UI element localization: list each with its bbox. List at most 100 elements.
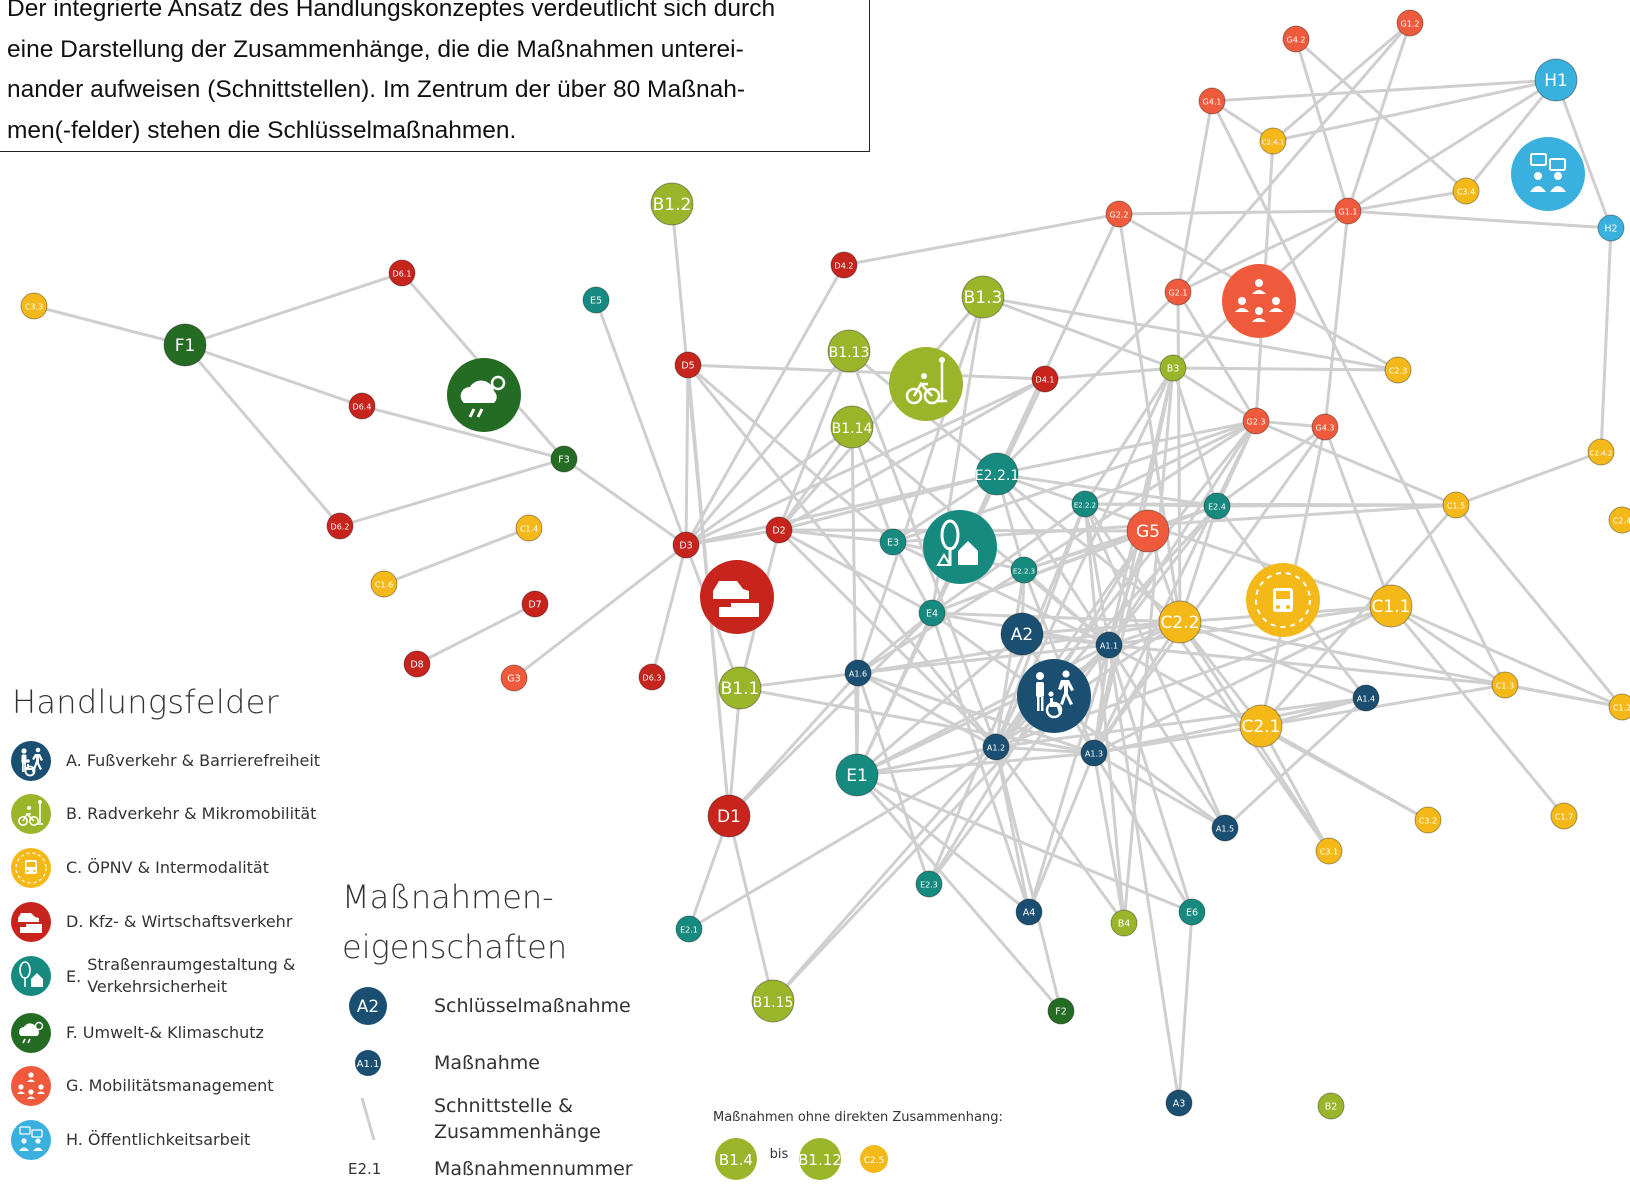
measure-node-c3-3: C3.3 <box>20 292 48 320</box>
edge-E2.2.3-A1.2 <box>994 569 1026 748</box>
edge-H1-G4.1 <box>1211 78 1557 103</box>
edge-A1.6-D1 <box>727 671 860 818</box>
measure-node-b2: B2 <box>1317 1092 1345 1120</box>
edge-E2.2.2-E2.3 <box>927 503 1087 885</box>
measure-node-label: B1.14 <box>832 421 873 437</box>
edge-D5-D3 <box>684 364 690 546</box>
edge-C1.5-G2.3 <box>1255 419 1457 507</box>
measure-node-label: E4 <box>926 609 938 620</box>
measure-node-label: C3.2 <box>1419 817 1437 826</box>
measure-node-e4: E4 <box>918 599 946 627</box>
measure-node-c1-7: C1.7 <box>1550 802 1578 830</box>
edge-D4.2-G2.2 <box>843 212 1120 267</box>
measure-node-label: E2.2.1 <box>975 468 1019 484</box>
edge-B3-B1.3 <box>982 295 1174 370</box>
edge-E3-E4 <box>891 541 934 614</box>
measure-node-label: G5 <box>1136 522 1160 542</box>
bicycle-icon <box>11 794 51 834</box>
intro-line-3: nander aufweisen (Schnittstellen). Im Ze… <box>7 76 746 103</box>
edge-A1.1-A3 <box>1107 644 1181 1104</box>
legend-label-h: H. Öffentlichkeitsarbeit <box>66 1130 251 1149</box>
edge-H2-C2.4.2 <box>1599 227 1613 453</box>
legend-title: Handlungsfelder <box>12 683 280 721</box>
measure-node-label: B1.1 <box>721 679 760 699</box>
speech-bubbles-icon-large <box>1511 137 1585 211</box>
measure-node-label: G4.3 <box>1316 424 1335 433</box>
link-label-line-1: Schnittstelle & <box>434 1095 573 1117</box>
intro-textbox: Der integrierte Ansatz des Handlungskonz… <box>0 0 870 152</box>
measure-node-c2-3: C2.3 <box>1384 356 1412 384</box>
edge-H1-C2.4.1 <box>1272 78 1557 143</box>
measure-node-label: C1.3 <box>1496 682 1514 691</box>
measure-node-label: D6.3 <box>643 674 662 683</box>
intro-line-2: eine Darstellung der Zusammenhänge, die … <box>7 35 744 63</box>
edge-D3-D6.3 <box>650 544 688 678</box>
edge-D5-D4.1 <box>687 363 1046 381</box>
property-measure: A1.1 Maßnahme <box>348 1043 540 1083</box>
weather-icon <box>11 1013 51 1053</box>
measure-node-label: C2.1 <box>1242 717 1281 737</box>
measure-node-e6: E6 <box>1178 898 1206 926</box>
edge-D3-E2.2.1 <box>685 472 998 547</box>
edge-A1.1-A1.5 <box>1107 644 1227 829</box>
measure-node-label: E2.3 <box>920 881 938 890</box>
edge-G2.1-G1.1 <box>1177 209 1349 294</box>
measure-node-d4-1: D4.1 <box>1031 365 1059 393</box>
edge-E6-A1.3 <box>1092 752 1194 913</box>
legend-item-g: G. Mobilitätsmanagement <box>10 1063 274 1109</box>
edge-G1.1-C3.4 <box>1347 189 1467 213</box>
edge-B3-C2.3 <box>1172 366 1399 372</box>
measure-node-e2-2-1: E2.2.1 <box>975 452 1019 496</box>
measure-node-label: E2.4 <box>1208 503 1226 512</box>
measure-node-c2-4-2: C2.4.2 <box>1587 438 1615 466</box>
edge-C1.3-C1.2 <box>1504 683 1623 709</box>
measure-node-label: F1 <box>175 336 196 356</box>
number-label: Maßnahmennummer <box>434 1158 633 1180</box>
edge-E4-D1 <box>727 611 934 818</box>
edge-D2-E3 <box>778 528 894 544</box>
bus-icon <box>11 848 51 888</box>
edge-C2.2-C2.1 <box>1178 621 1263 727</box>
edge-C2.3-B1.3 <box>982 295 1399 372</box>
measure-node-label: D3 <box>679 541 692 552</box>
edge-B4-A1.3 <box>1092 752 1126 924</box>
edge-E2.2.2-E2.4 <box>1084 502 1218 508</box>
measure-node-label: C2.3 <box>1389 367 1407 376</box>
measure-node-g3: G3 <box>500 664 528 692</box>
edge-G5-E2.2.3 <box>1023 529 1149 572</box>
measure-node-label: G2.3 <box>1247 418 1266 427</box>
pedestrian-icon <box>11 741 51 781</box>
people-network-icon-large <box>1222 264 1296 338</box>
measure-node-d5: D5 <box>674 351 702 379</box>
edge-A1.2-A1.4 <box>995 696 1367 749</box>
edge-D4.1-D2 <box>778 377 1046 532</box>
legend-prefix-e: E. <box>66 966 82 986</box>
edge-B3-A1.3 <box>1092 367 1175 754</box>
measure-node-label: B1.13 <box>829 345 870 361</box>
measure-node-f3: F3 <box>550 445 578 473</box>
measure-node-label: D7 <box>528 600 541 611</box>
bicycle-icon-large <box>889 347 963 421</box>
measure-node-d6-3: D6.3 <box>638 663 666 691</box>
measure-node-label: C2.4.2 <box>1590 450 1613 458</box>
measure-node-g1-2: G1.2 <box>1396 9 1424 37</box>
edge-B1.3-D2 <box>777 296 985 531</box>
measure-node-label: G4.2 <box>1287 36 1306 45</box>
measure-node-c1-1: C1.1 <box>1369 584 1413 628</box>
speech-bubbles-icon <box>11 1120 51 1160</box>
edge-C1.1-C1.7 <box>1389 605 1566 817</box>
measure-node-label: C3.4 <box>1457 188 1475 197</box>
measure-node-label: A1.3 <box>1085 750 1103 759</box>
edge-F1-D6.1 <box>184 271 403 347</box>
measure-node-f2: F2 <box>1047 997 1075 1025</box>
edge-C2.2-A1.4 <box>1179 620 1367 700</box>
edge-A1.1-A1.6 <box>857 643 1110 675</box>
legend-label-e-line-2: Verkehrsicherheit <box>87 977 228 996</box>
people-network-icon <box>11 1066 51 1106</box>
measure-node-e2-3: E2.3 <box>915 870 943 898</box>
tree-house-icon <box>11 956 51 996</box>
edge-G1.1-H2 <box>1347 209 1612 230</box>
measure-node-label: E3 <box>887 538 899 549</box>
measure-node-label: A4 <box>1023 908 1036 919</box>
measure-node-b1-1: B1.1 <box>718 666 762 710</box>
